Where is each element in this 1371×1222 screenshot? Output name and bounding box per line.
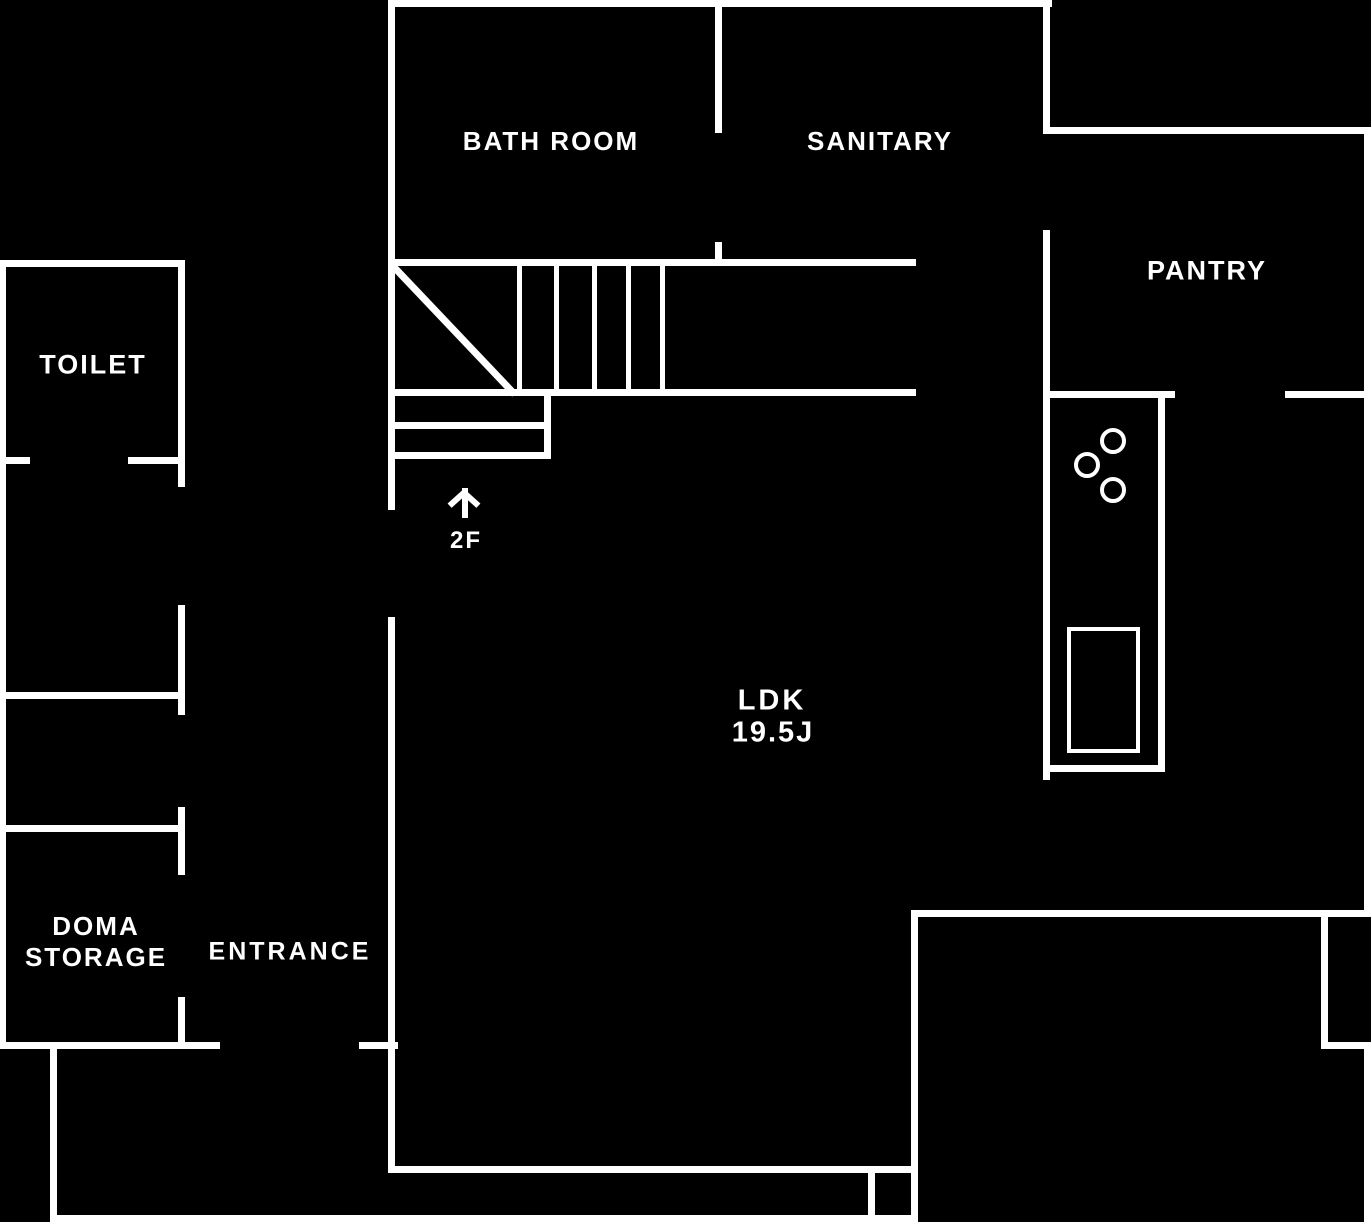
wall-door-box-right xyxy=(911,1166,918,1222)
wall-outer-right-lower xyxy=(1364,1042,1371,1222)
wall-divider-upper xyxy=(715,0,722,133)
room-label-doma-2: STORAGE xyxy=(24,942,168,972)
wall-stair-wall-lower xyxy=(388,617,395,1173)
wall-sanitary-right xyxy=(1043,0,1050,133)
wall-doma-bottom-left xyxy=(0,1042,220,1049)
stove-burner-icon xyxy=(1100,428,1126,454)
wall-stair-wall-upper xyxy=(388,0,395,510)
room-label-ldk-name: LDK xyxy=(737,684,807,717)
room-label-entrance: ENTRANCE xyxy=(208,937,372,966)
wall-kitchen-wall-left xyxy=(1043,230,1050,780)
wall-inner-left-c xyxy=(178,807,185,875)
up-arrow-icon-shaft xyxy=(462,488,468,518)
stair-diagonal xyxy=(388,262,518,397)
stair-riser xyxy=(660,262,665,392)
wall-kitchen-right xyxy=(1158,391,1165,772)
wall-divider-stub xyxy=(715,242,722,266)
stair-riser xyxy=(554,262,559,392)
wall-inner-left-b xyxy=(178,605,185,715)
room-label-sanitary: SANITARY xyxy=(807,126,953,156)
wall-inner-left-a xyxy=(178,260,185,487)
stair-riser xyxy=(626,262,631,392)
wall-kitchen-top xyxy=(1043,391,1175,398)
wall-toilet-tick-right xyxy=(128,457,185,464)
wall-landing-mid xyxy=(391,422,551,429)
wall-room-div-upper xyxy=(0,692,178,699)
wall-outer-right-upper xyxy=(1364,127,1371,917)
wall-ldk-step-v xyxy=(911,910,918,1173)
wall-doma-bottom-right xyxy=(359,1042,398,1049)
wall-notch-h xyxy=(1321,1042,1371,1049)
wall-landing-bottom xyxy=(391,452,551,459)
room-label-doma-1: DOMA xyxy=(52,911,140,941)
stove-burner-icon xyxy=(1100,477,1126,503)
wall-genkan-left xyxy=(50,1042,57,1222)
room-label-floor-2f: 2F xyxy=(449,527,483,554)
wall-room-div-lower xyxy=(0,825,178,832)
wall-landing-right xyxy=(544,389,551,459)
wall-inner-left-d xyxy=(178,997,185,1049)
wall-door-box-left xyxy=(868,1166,875,1222)
wall-toilet-tick-left xyxy=(0,457,30,464)
wall-toilet-top xyxy=(0,260,185,267)
wall-ldk-bottom xyxy=(391,1166,918,1173)
stair-riser xyxy=(592,262,597,392)
room-label-pantry: PANTRY xyxy=(1147,255,1267,286)
wall-outer-left xyxy=(0,260,6,1049)
wall-pantry-bottom-right xyxy=(1285,391,1371,398)
wall-kitchen-bottom xyxy=(1043,765,1165,772)
wall-ldk-step-h xyxy=(911,910,1371,917)
room-label-ldk-size: 19.5J xyxy=(731,716,815,749)
stair-riser xyxy=(517,262,522,392)
wall-bottom-outer xyxy=(50,1215,918,1222)
room-label-bath-room: BATH ROOM xyxy=(462,126,640,156)
kitchen-sink xyxy=(1067,627,1140,753)
room-label-toilet: TOILET xyxy=(39,349,147,380)
stove-burner-icon xyxy=(1074,452,1100,478)
wall-notch-v xyxy=(1321,910,1328,1049)
wall-hall-top xyxy=(391,259,916,266)
wall-pantry-top xyxy=(1043,127,1371,134)
wall-hall-bottom xyxy=(391,389,916,396)
